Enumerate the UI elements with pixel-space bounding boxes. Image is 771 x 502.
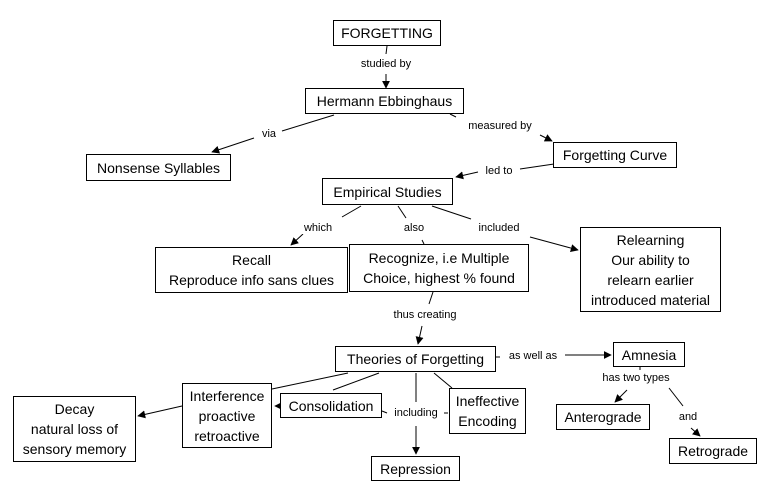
node-anterograde[interactable]: Anterograde: [556, 404, 650, 430]
link-line: [431, 205, 472, 220]
link-line: [271, 372, 349, 390]
link-line: [211, 137, 255, 154]
link-line: [614, 389, 628, 403]
node-text: Repression: [380, 460, 451, 477]
node-text: Ineffective: [455, 393, 520, 409]
node-text: Recall: [232, 252, 271, 268]
node-text: Amnesia: [621, 346, 677, 363]
node-forgetting-curve[interactable]: Forgetting Curve: [553, 142, 677, 168]
node-theories-of-forgetting[interactable]: Theories of Forgetting: [335, 346, 496, 372]
node-text: Our ability to: [611, 251, 690, 268]
node-text: Empirical Studies: [333, 183, 442, 200]
link-line: [433, 372, 453, 389]
node-decay[interactable]: Decay natural loss of sensory memory: [13, 396, 136, 462]
link-line: [428, 291, 434, 305]
node-text: natural loss of: [30, 421, 119, 437]
node-nonsense-syllables[interactable]: Nonsense Syllables: [86, 154, 231, 181]
node-text: relearn earlier: [607, 271, 694, 288]
link-line: [381, 410, 388, 414]
node-text: Reproduce info sans clues: [169, 272, 334, 288]
link-label-which: which: [301, 222, 335, 234]
node-text: Decay: [54, 401, 95, 417]
node-text: retroactive: [194, 427, 260, 444]
link-label-included: included: [476, 222, 522, 234]
link-line: [397, 205, 407, 219]
node-text: Anterograde: [564, 409, 642, 425]
node-relearning[interactable]: Relearning Our ability to relearn earlie…: [580, 227, 721, 312]
node-text: Relearning: [616, 231, 685, 248]
node-recall[interactable]: Recall Reproduce info sans clues: [155, 247, 348, 293]
node-text: introduced material: [590, 291, 711, 308]
link-line: [332, 372, 380, 391]
node-empirical-studies[interactable]: Empirical Studies: [322, 178, 453, 205]
node-ineffective-encoding[interactable]: Ineffective Encoding: [449, 388, 526, 434]
link-line: [449, 113, 457, 118]
node-recognize[interactable]: Recognize, i.e Multiple Choice, highest …: [349, 244, 529, 292]
link-label-and: and: [676, 411, 700, 423]
link-line: [341, 205, 362, 218]
node-consolidation[interactable]: Consolidation: [280, 393, 382, 418]
link-line: [539, 134, 553, 142]
node-hermann-ebbinghaus[interactable]: Hermann Ebbinghaus: [305, 88, 464, 114]
link-label-thus-creating: thus creating: [391, 309, 459, 321]
node-forgetting[interactable]: FORGETTING: [333, 20, 441, 46]
node-repression[interactable]: Repression: [371, 456, 460, 481]
node-interference[interactable]: Interference proactive retroactive: [182, 383, 272, 448]
link-label-led-to: led to: [483, 165, 515, 177]
node-text: Encoding: [458, 413, 517, 429]
link-label-including: including: [392, 407, 440, 419]
node-text: Choice, highest % found: [363, 270, 515, 286]
node-text: Interference: [189, 387, 265, 404]
node-text: FORGETTING: [341, 25, 433, 41]
link-line: [281, 114, 335, 132]
node-text: Forgetting Curve: [562, 147, 668, 163]
link-label-also: also: [401, 222, 427, 234]
link-label-measured-by: measured by: [466, 120, 534, 132]
node-amnesia[interactable]: Amnesia: [613, 342, 685, 367]
link-line: [519, 163, 555, 170]
link-label-has-two-types: has two types: [600, 372, 672, 384]
link-line: [690, 427, 701, 437]
link-label-via: via: [259, 128, 279, 140]
link-line: [455, 171, 479, 180]
node-text: Nonsense Syllables: [97, 159, 220, 176]
link-line: [668, 387, 684, 407]
link-line: [415, 325, 424, 345]
link-line: [385, 45, 388, 55]
node-text: Recognize, i.e Multiple: [368, 250, 510, 266]
node-text: Hermann Ebbinghaus: [316, 93, 453, 109]
link-line: [529, 236, 579, 252]
link-line: [290, 233, 304, 246]
node-text: proactive: [198, 407, 256, 424]
link-label-as-well-as: as well as: [506, 350, 560, 362]
node-text: sensory memory: [22, 441, 127, 457]
node-text: Consolidation: [288, 397, 374, 414]
node-text: Retrograde: [677, 443, 749, 459]
node-retrograde[interactable]: Retrograde: [669, 438, 757, 464]
link-line: [421, 239, 425, 245]
link-line: [137, 405, 183, 419]
link-label-studied-by: studied by: [358, 58, 414, 70]
node-text: Theories of Forgetting: [347, 351, 484, 367]
